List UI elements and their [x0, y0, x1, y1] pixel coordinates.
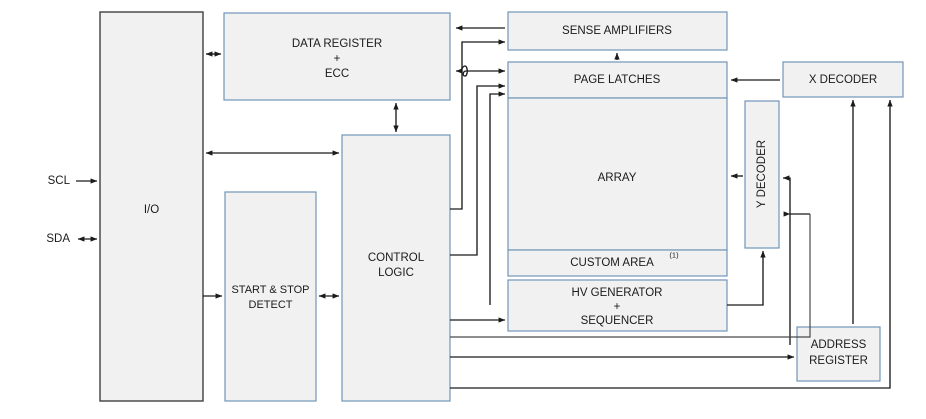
pin-sda: SDA: [46, 233, 98, 245]
block-hv-generator[interactable]: HV GENERATOR + SEQUENCER: [507, 279, 728, 332]
wire-data-register-to-page-latches: [455, 65, 506, 77]
block-control-logic-label-line1: CONTROL: [368, 252, 425, 264]
block-data-register[interactable]: DATA REGISTER + ECC: [223, 12, 451, 101]
wire-hv-generator-to-page-latches: [489, 91, 506, 305]
block-address-register-label-line1: ADDRESS: [811, 339, 867, 351]
block-address-register-label-line2: REGISTER: [809, 355, 868, 367]
block-hv-generator-label-line3: SEQUENCER: [581, 315, 654, 327]
block-custom-area-footnote: (1): [669, 250, 679, 259]
block-array[interactable]: ARRAY: [507, 97, 728, 251]
block-y-decoder[interactable]: Y DECODER: [744, 100, 780, 249]
block-data-register-label-line3: ECC: [325, 68, 349, 80]
block-hv-generator-label-line1: HV GENERATOR: [572, 287, 663, 299]
block-io[interactable]: I/O: [99, 11, 204, 402]
wire-address-register-to-y-decoder: [782, 175, 791, 345]
block-sense-amplifiers[interactable]: SENSE AMPLIFIERS: [507, 11, 728, 51]
block-start-stop-detect[interactable]: START & STOP DETECT: [224, 191, 317, 402]
wire-control-logic-to-sense-amps: [450, 39, 506, 210]
block-x-decoder[interactable]: X DECODER: [782, 61, 904, 98]
block-y-decoder-label: Y DECODER: [756, 140, 768, 208]
wire-control-logic-to-y-decoder-route: [450, 214, 811, 338]
block-custom-area[interactable]: CUSTOM AREA (1): [507, 249, 728, 277]
block-start-stop-detect-label-line1: START & STOP: [231, 284, 309, 296]
block-page-latches[interactable]: PAGE LATCHES: [507, 61, 728, 99]
block-start-stop-detect-label-line2: DETECT: [249, 299, 293, 311]
block-x-decoder-label: X DECODER: [809, 74, 877, 86]
wire-control-logic-to-x-decoder: [450, 99, 893, 389]
pin-sda-label: SDA: [46, 233, 70, 245]
block-control-logic[interactable]: CONTROL LOGIC: [341, 134, 451, 402]
block-custom-area-label: CUSTOM AREA: [570, 257, 654, 269]
block-control-logic-label-line2: LOGIC: [378, 267, 414, 279]
wire-control-logic-to-page-latches-1: [450, 83, 506, 256]
block-address-register[interactable]: ADDRESS REGISTER: [796, 326, 881, 382]
block-io-label: I/O: [144, 204, 159, 216]
block-data-register-label-line1: DATA REGISTER: [292, 38, 382, 50]
wire-hv-generator-to-y-decoder: [727, 250, 766, 306]
pin-scl-label: SCL: [48, 175, 71, 187]
block-array-label: ARRAY: [598, 172, 637, 184]
pin-scl: SCL: [48, 175, 98, 187]
block-data-register-label-line2: +: [334, 53, 341, 65]
block-sense-amplifiers-label: SENSE AMPLIFIERS: [562, 25, 672, 37]
block-hv-generator-label-line2: +: [614, 301, 621, 313]
block-page-latches-label: PAGE LATCHES: [574, 74, 661, 86]
